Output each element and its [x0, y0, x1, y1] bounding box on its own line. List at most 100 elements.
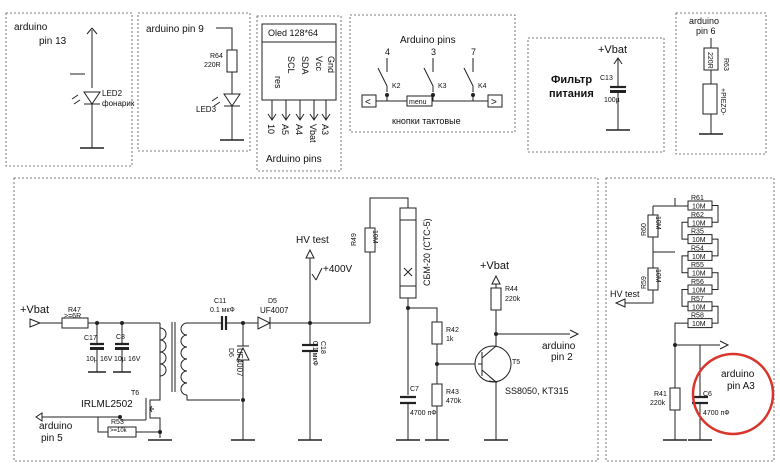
r64-resistor [226, 49, 238, 73]
c13-ref: C13 [600, 75, 613, 82]
oled-display [261, 23, 337, 101]
filter-arrow [613, 57, 623, 65]
piezo-pin-label-2: pin 6 [696, 26, 716, 36]
key-k3-ref: K3 [438, 83, 447, 90]
pin2-arrow [569, 329, 580, 339]
d5-val: UF4007 [260, 306, 289, 315]
r42-resistor [431, 321, 443, 345]
divider-r54-ref: R54 [691, 245, 704, 252]
led2-block: arduino pin 13 LED2 фонарик [5, 12, 135, 167]
c8-voltage: 16V [128, 356, 141, 363]
oled-pin-gnd: Gnd [326, 56, 336, 73]
main-hv-arrow [305, 248, 315, 323]
buttons-title: Arduino pins [400, 35, 456, 46]
key-k3: K3 [423, 58, 447, 97]
divider-link-2 [712, 238, 719, 257]
c17-c8-gnd-wires [96, 350, 123, 372]
button-number-4: 4 [385, 47, 390, 57]
mosfet-label: IRLML2502 [81, 399, 133, 410]
c17-c8-taps [96, 323, 123, 343]
r49-ref: R49 [351, 233, 358, 246]
key-k4-ref: K4 [478, 83, 487, 90]
tube-label: СБМ-20 (СТС-5) [422, 218, 432, 286]
buttons-caption: кнопки тактовые [392, 116, 461, 126]
oled-target-10: 10 [266, 124, 276, 134]
divider-r61-ref: R61 [691, 195, 704, 202]
r42-ref: R42 [446, 327, 459, 334]
primary-coil [159, 327, 167, 377]
filter-vbat: +Vbat [598, 44, 627, 56]
c18-ref: C18 [319, 341, 326, 354]
secondary-bottom-wire [186, 395, 240, 401]
divider-link-4 [712, 272, 719, 290]
highlight-circle [691, 352, 775, 436]
led2-pin-label-2: pin 13 [39, 36, 67, 47]
c8-ref: C8 [116, 334, 125, 341]
t5-transistor [474, 334, 512, 440]
t5-vbat: +Vbat [480, 260, 509, 272]
divider-r62-ref: R62 [691, 212, 704, 219]
divider-block-frame [605, 177, 775, 462]
piezo-block: arduino pin 6 220R R63 +PIEZO- [675, 12, 767, 155]
buttons-bus-taps [386, 95, 474, 101]
c7-ref: C7 [410, 386, 419, 393]
oled-pin-sda: SDA [300, 56, 310, 75]
divider-r57-val: 10M [692, 304, 706, 311]
c18-val: 0.1 мкФ [311, 341, 318, 366]
c11-val: 0.1 мкФ [210, 307, 235, 314]
divider-tail [674, 322, 688, 336]
oled-pin-wires [271, 100, 327, 120]
divider-hv-arrow [614, 298, 626, 308]
oled-targets: 10 A5 A4 Vbat A3 [266, 124, 330, 143]
left-button-symbol: < [365, 97, 371, 108]
r64-ref: R64 [210, 53, 223, 60]
pin2-label-2: pin 2 [551, 352, 573, 363]
led3-block-frame [137, 12, 251, 152]
t5-ref: T5 [512, 359, 520, 366]
divider-link-1 [681, 221, 688, 240]
geiger-tube-cross [403, 267, 413, 277]
oled-pin-scl: SCL [286, 56, 296, 74]
c17-voltage: 16V [100, 356, 113, 363]
r63-ref: R63 [722, 58, 729, 71]
divider-link-0 [712, 205, 719, 223]
r53-val: >=10k [110, 428, 128, 434]
oled-pin-labels: res SCL SDA Vcc Gnd [273, 56, 336, 89]
led3-block: arduino pin 9 R64 220R LED3 [137, 12, 251, 152]
divider-r56-val: 10M [692, 288, 706, 295]
filter-block-frame [527, 37, 665, 153]
d5-diode [257, 316, 272, 330]
r44-resistor [490, 287, 502, 311]
r43-ref: R43 [446, 389, 459, 396]
oled-target-a3: A3 [320, 124, 330, 135]
piezo-block-frame [675, 12, 767, 155]
divider-r56-ref: R56 [691, 279, 704, 286]
divider-r58-ref: R58 [691, 313, 704, 320]
t6-ref: T6 [131, 390, 139, 397]
piezo-pin-label-1: arduino [689, 16, 719, 26]
divider-r62-val: 10M [692, 220, 706, 227]
oled-block: Oled 128*64 res SCL SDA Vcc Gnd 10 A5 A4… [256, 15, 342, 172]
t5-vbat-arrow [491, 274, 501, 288]
filter-title-2: питания [549, 88, 594, 100]
divider-hv-test: HV test [610, 289, 640, 299]
r49-val: 10M [371, 230, 378, 244]
divider-resistor-chain: R6110MR6210MR3510MR5410MR5510MR5610MR571… [674, 195, 719, 336]
led2-diode [71, 91, 101, 105]
led2-pin-label-1: arduino [14, 22, 48, 33]
oled-pin-vcc: Vcc [314, 56, 324, 72]
r41-ref: R41 [654, 391, 667, 398]
divider-top-wire [674, 198, 688, 207]
pin5-label-2: pin 5 [41, 433, 63, 444]
buttons-block-frame [349, 14, 516, 133]
c13-val: 100µ [604, 97, 620, 104]
oled-target-a4: A4 [294, 124, 304, 135]
r53-ref: R53 [111, 419, 124, 426]
r64-val: 220R [204, 62, 221, 69]
divider-r54-val: 10M [692, 254, 706, 261]
oled-block-frame [256, 15, 342, 172]
c11-ref: C11 [214, 298, 226, 305]
r41-val: 220k [650, 400, 666, 407]
piezo-label: +PIEZO- [719, 88, 726, 116]
